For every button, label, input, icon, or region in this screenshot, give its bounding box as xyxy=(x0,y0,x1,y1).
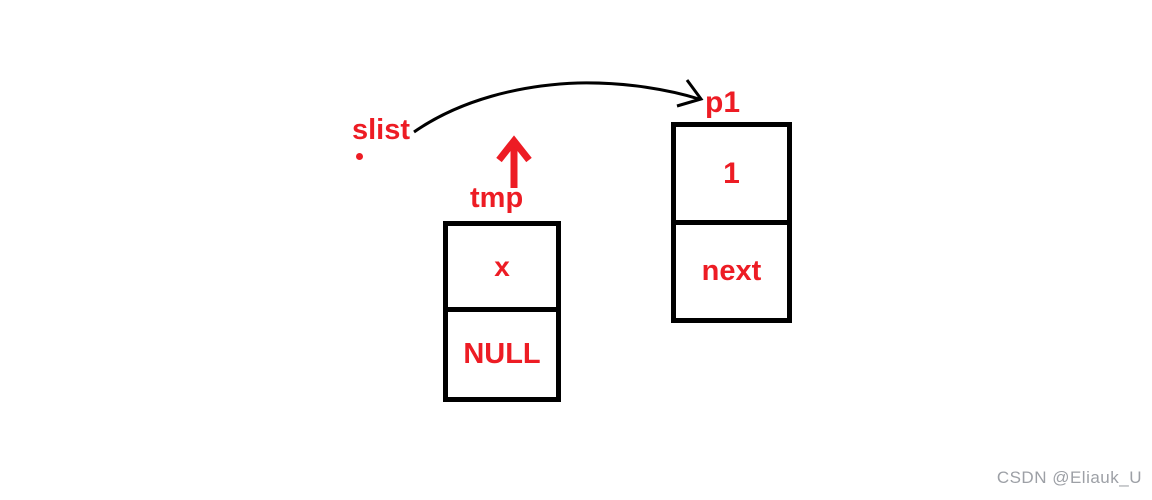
tmp-node-box: x NULL xyxy=(443,221,561,402)
slist-pointer-label: slist xyxy=(352,114,411,146)
p1-node-next-cell: next xyxy=(701,255,762,287)
tmp-node-next-cell: NULL xyxy=(463,338,541,370)
slist-dot xyxy=(356,153,363,160)
watermark-text: CSDN @Eliauk_U xyxy=(996,468,1142,487)
tmp-node-data-cell: x xyxy=(448,226,556,312)
p1-node-data-cell: 1 xyxy=(676,127,787,225)
p1-node-box: 1 next xyxy=(671,122,792,323)
up-arrow-icon xyxy=(496,135,532,188)
curved-arrow-icon xyxy=(413,79,704,134)
tmp-pointer-label: tmp xyxy=(470,182,524,214)
p1-pointer-label: p1 xyxy=(705,86,741,119)
